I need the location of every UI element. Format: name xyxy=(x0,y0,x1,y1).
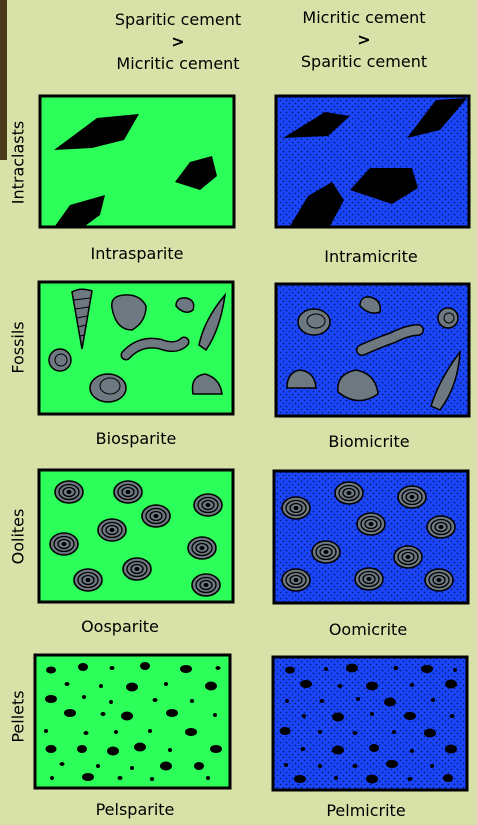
ooid xyxy=(427,516,455,538)
ooid xyxy=(188,537,216,559)
ooid xyxy=(398,486,426,508)
panel-biomicrite xyxy=(276,284,469,416)
panel-intramicrite xyxy=(276,96,469,227)
panel-pelmicrite xyxy=(273,657,467,790)
ooid xyxy=(50,533,78,555)
ooid xyxy=(142,505,170,527)
ooid xyxy=(282,497,310,519)
ooid xyxy=(123,558,151,580)
ammonite-fossil xyxy=(49,349,71,371)
ooid xyxy=(312,541,340,563)
panel-oomicrite xyxy=(274,471,468,603)
ammonite-fossil xyxy=(438,308,458,328)
panel-oosparite xyxy=(39,470,233,602)
ooid xyxy=(114,481,142,503)
ooid xyxy=(357,513,385,535)
ooid xyxy=(192,574,220,596)
panel-pelsparite xyxy=(35,655,230,788)
ooid xyxy=(55,481,83,503)
ooid xyxy=(98,519,126,541)
panel-intrasparite xyxy=(40,96,234,227)
ooid xyxy=(194,494,222,516)
panel-biosparite xyxy=(39,282,233,414)
ooid xyxy=(425,569,453,591)
ooid xyxy=(74,569,102,591)
ooid xyxy=(282,569,310,591)
ooid xyxy=(355,568,383,590)
ooid xyxy=(335,482,363,504)
ooid xyxy=(394,546,422,568)
